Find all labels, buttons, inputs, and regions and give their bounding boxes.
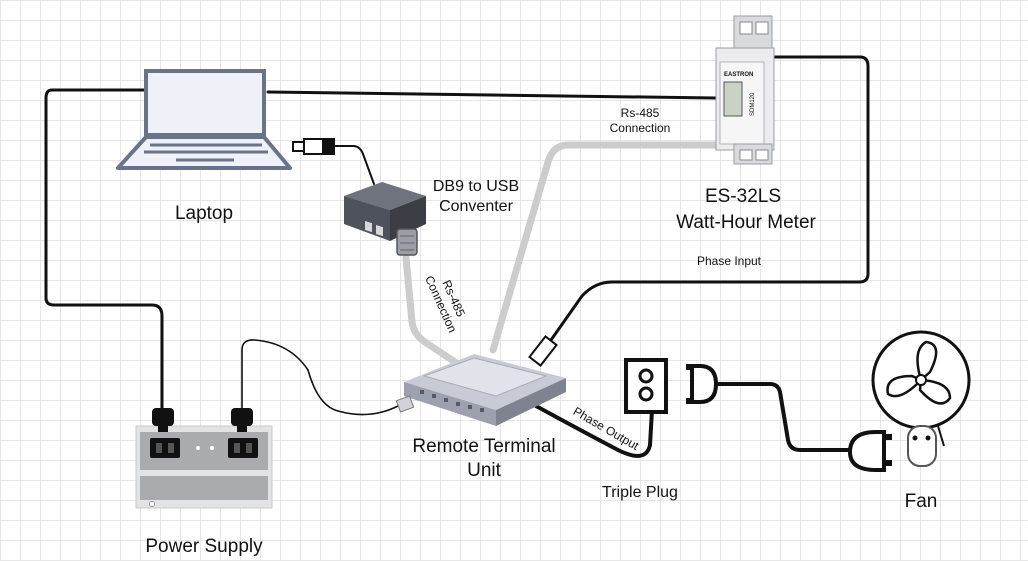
phase-output-cable [534, 404, 654, 458]
laptop [116, 69, 292, 170]
meter-brand: EASTRON [724, 72, 753, 78]
laptop-keyboard [144, 143, 268, 162]
label-fan: Fan [905, 491, 938, 512]
rtu-power-cable [241, 339, 399, 416]
rtu-phase-plug [528, 335, 558, 367]
label-power-supply: Power Supply [145, 536, 263, 557]
fan-plug [847, 430, 892, 472]
power-plug-2 [231, 408, 253, 432]
usb-plug [292, 138, 335, 155]
db9-usb-converter [344, 182, 426, 256]
meter-model: SDM120 [750, 92, 756, 116]
rtu-power-connector [395, 395, 415, 413]
fan-base [907, 425, 937, 467]
label-meter-line2: Watt-Hour Meter [676, 212, 816, 233]
label-rtu-line2: Unit [467, 460, 502, 481]
triple-plug-outlet [624, 358, 668, 414]
label-rs485-top-line2: Connection [610, 121, 671, 135]
rtu-top-platform [422, 357, 548, 397]
phase-input-cable [549, 55, 870, 342]
remote-terminal-unit [395, 335, 566, 426]
label-converter-line2: Conventer [439, 198, 513, 215]
outlet-hole-1 [638, 368, 654, 384]
label-converter-line1: DB9 to USB [433, 178, 519, 195]
label-rs485-top-line1: Rs-485 [621, 106, 660, 120]
meter-display [723, 81, 743, 117]
rtu-base-right [496, 378, 566, 426]
power-plug-1 [152, 408, 174, 432]
fan-blades [886, 340, 952, 405]
laptop-power-cable [44, 88, 164, 410]
usb-plug-tip [292, 141, 305, 152]
usb-plug-strain [322, 139, 334, 154]
fan-power-cable [714, 382, 852, 452]
outlet-plug [686, 364, 719, 404]
watt-hour-meter: EASTRON SDM120 [715, 15, 775, 165]
rs485-converter-cable [402, 254, 462, 368]
label-laptop: Laptop [175, 203, 233, 224]
label-phase-input: Phase Input [697, 254, 762, 268]
laptop-to-meter-cable [266, 90, 717, 100]
outlet-hole-2 [638, 386, 654, 402]
converter-top [344, 182, 426, 210]
power-socket-2 [228, 438, 258, 458]
power-supply-lower-panel [140, 476, 268, 500]
label-triple-plug: Triple Plug [602, 484, 678, 501]
converter-port-2 [376, 224, 383, 237]
laptop-screen [144, 69, 266, 137]
rs485-meter-cable [489, 141, 720, 354]
fan [871, 330, 971, 467]
label-meter-line1: ES-32LS [705, 186, 781, 207]
rtu-base-left [404, 382, 496, 426]
usb-cable [333, 145, 375, 185]
power-supply [135, 408, 273, 509]
cables [44, 55, 870, 458]
power-socket-1 [150, 438, 180, 458]
rtu-ports [420, 390, 484, 412]
outlet-body [624, 358, 668, 414]
label-rtu-line1: Remote Terminal [412, 436, 555, 457]
db9-connector [396, 228, 418, 256]
converter-port-1 [365, 221, 372, 233]
